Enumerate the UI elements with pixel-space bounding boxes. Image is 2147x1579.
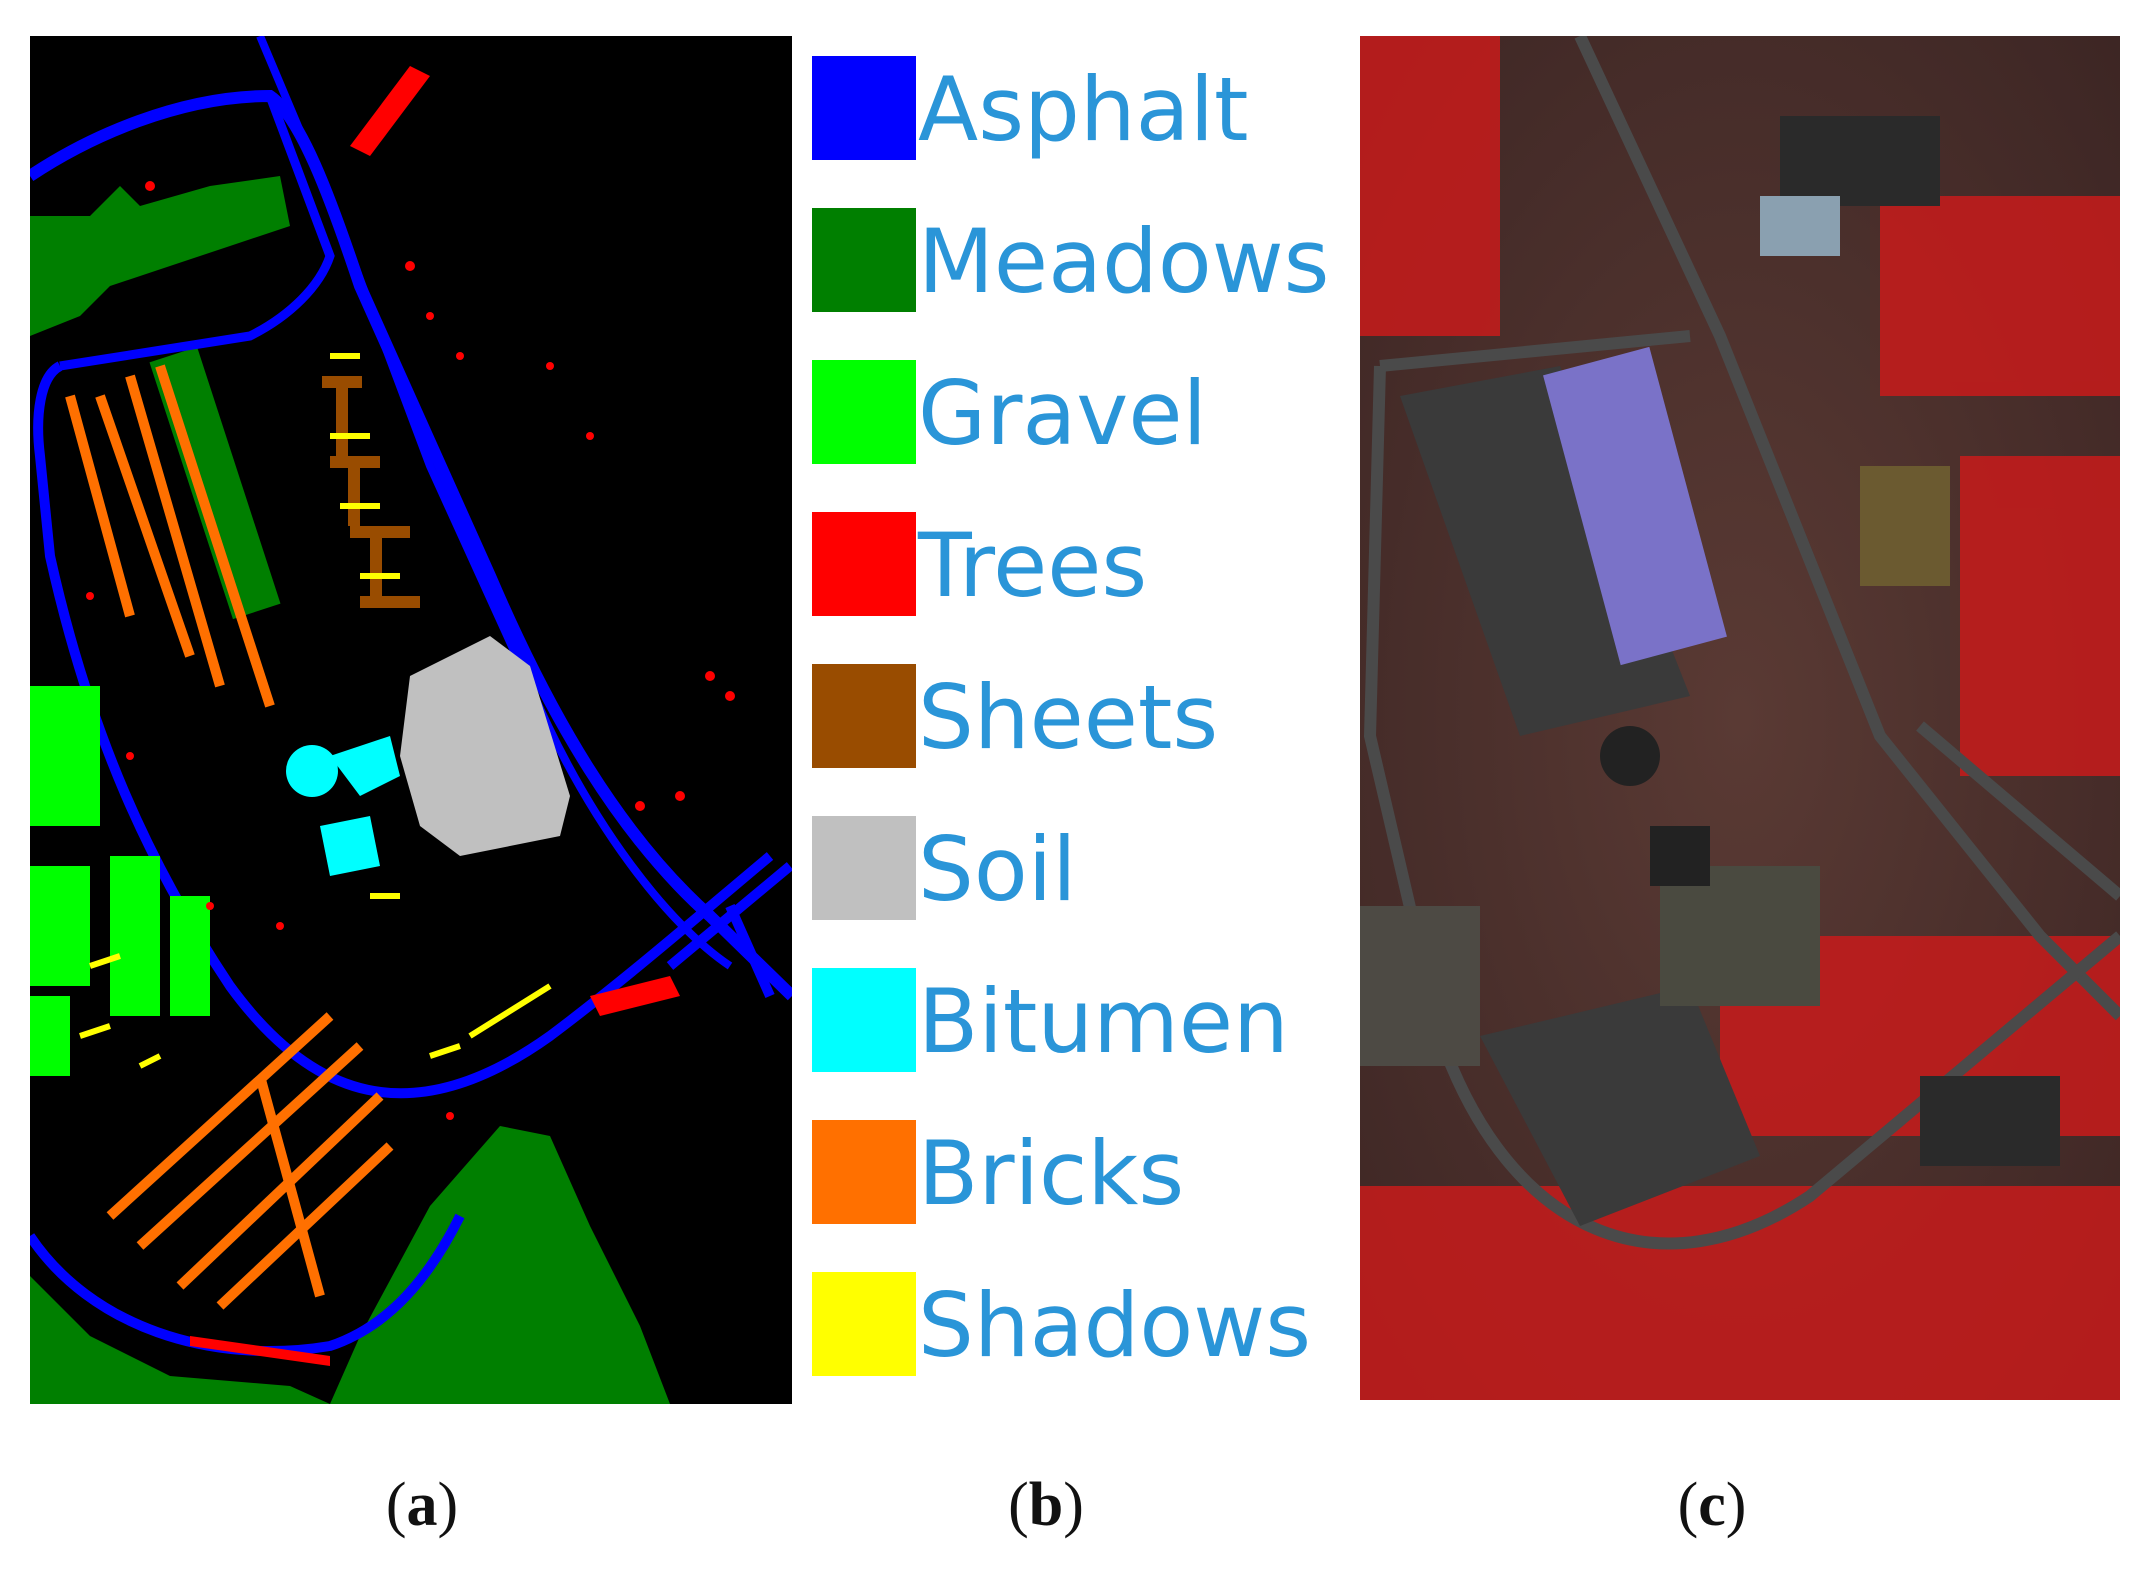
bricks-region (65, 364, 394, 1310)
building (1360, 116, 2060, 1166)
caption-b-letter: b (1028, 1471, 1064, 1539)
caption-b: (b) (1008, 1471, 1084, 1539)
legend-swatch (812, 1120, 916, 1224)
false-color-image-graphic (1360, 36, 2120, 1400)
asphalt-road (666, 862, 792, 999)
soil-region (400, 636, 570, 856)
meadows-region (330, 1126, 670, 1404)
legend-label: Asphalt (918, 58, 1249, 161)
bitumen-region (320, 816, 380, 876)
legend-label: Bitumen (918, 970, 1289, 1073)
legend-item-asphalt: Asphalt (812, 56, 1352, 161)
bitumen-region (286, 745, 338, 797)
caption-c: (c) (1677, 1471, 1747, 1539)
meadows-region (30, 176, 290, 336)
caption-a: (a) (385, 1471, 459, 1539)
legend-item-meadows: Meadows (812, 208, 1352, 313)
legend-swatch (812, 664, 916, 768)
road (1363, 36, 2120, 1250)
caption-c-letter: c (1698, 1471, 1726, 1539)
ground-truth-map-graphic (30, 36, 792, 1404)
legend-label: Gravel (918, 362, 1207, 465)
legend-label: Trees (918, 514, 1148, 617)
meadows-region (30, 1276, 330, 1404)
legend-swatch (812, 360, 916, 464)
legend-label: Shadows (918, 1274, 1312, 1377)
legend-label: Sheets (918, 666, 1219, 769)
legend-swatch (812, 816, 916, 920)
shadows-region (79, 353, 552, 1069)
legend-item-trees: Trees (812, 512, 1352, 617)
legend-item-gravel: Gravel (812, 360, 1352, 465)
legend: Asphalt Meadows Gravel Trees Sheets Soil… (812, 56, 1352, 1377)
legend-item-sheets: Sheets (812, 664, 1352, 769)
legend-item-bitumen: Bitumen (812, 968, 1352, 1073)
gravel-region (30, 686, 210, 1076)
legend-swatch (812, 208, 916, 312)
legend-label: Soil (918, 818, 1077, 921)
legend-item-bricks: Bricks (812, 1120, 1352, 1225)
caption-a-letter: a (406, 1471, 438, 1539)
legend-label: Meadows (918, 210, 1330, 313)
legend-swatch (812, 968, 916, 1072)
legend-swatch (812, 1272, 916, 1376)
asphalt-road (59, 94, 335, 371)
legend-swatch (812, 512, 916, 616)
ground-truth-map (30, 36, 792, 1404)
false-color-image (1360, 36, 2120, 1400)
legend-label: Bricks (918, 1122, 1185, 1225)
meadows-region (149, 346, 281, 620)
trees-region (86, 66, 735, 1366)
bitumen-region (330, 736, 400, 796)
legend-item-soil: Soil (812, 816, 1352, 921)
asphalt-road (30, 1213, 465, 1357)
asphalt-road (33, 361, 774, 1099)
legend-item-shadows: Shadows (812, 1272, 1352, 1377)
legend-swatch (812, 56, 916, 160)
